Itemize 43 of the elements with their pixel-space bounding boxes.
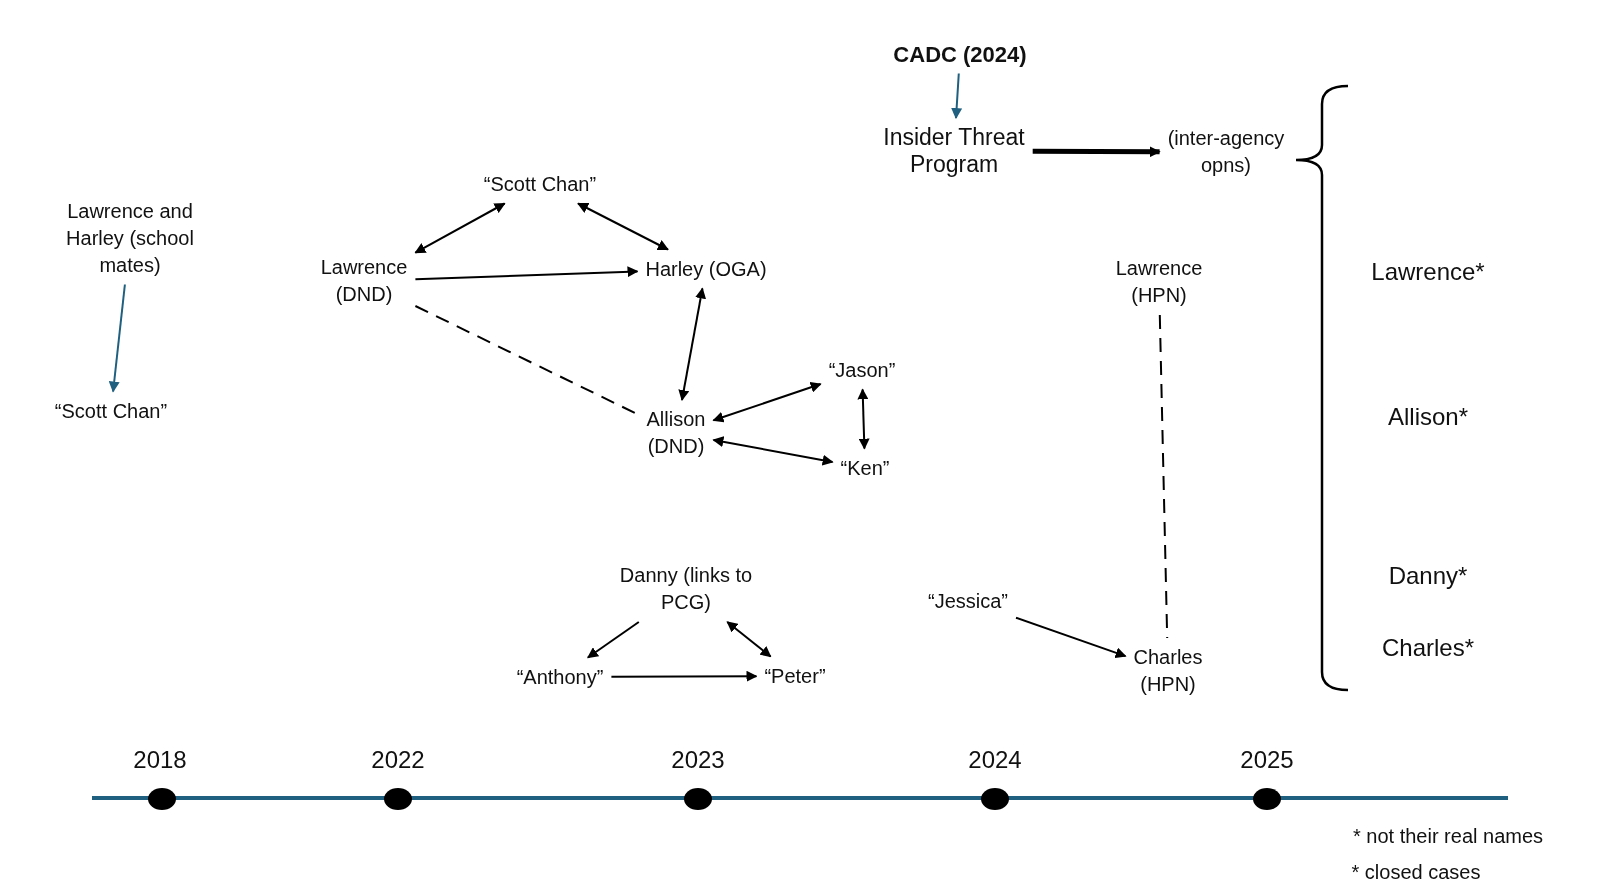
arrow — [1032, 146, 1161, 158]
year-label: 2024 — [968, 746, 1022, 774]
case-name: Lawrence* — [1371, 258, 1485, 286]
arrow — [678, 287, 707, 402]
node-label: Insider Threat Program — [864, 124, 1044, 178]
node-label: Allison (DND) — [631, 406, 721, 460]
node-label: Lawrence (HPN) — [1104, 255, 1214, 309]
arrow — [414, 266, 639, 281]
node-label: “Anthony” — [500, 663, 620, 691]
year-label: 2023 — [671, 746, 725, 774]
node-label: “Ken” — [825, 454, 905, 482]
node-label: Harley (OGA) — [626, 255, 786, 283]
node-label: Lawrence and Harley (school mates) — [47, 197, 213, 279]
arrow — [108, 283, 126, 393]
node-label: “Scott Chan” — [455, 170, 625, 198]
node-label: (inter-agency opns) — [1151, 125, 1301, 179]
arrow — [726, 621, 772, 658]
node-label: “Jason” — [812, 356, 912, 384]
node-label: “Jessica” — [913, 587, 1023, 615]
node-label: Danny (links to PCG) — [618, 562, 754, 616]
node-label: “Scott Chan” — [26, 397, 196, 425]
arrow — [951, 72, 963, 120]
arrow — [577, 202, 669, 251]
arrow — [712, 381, 822, 423]
footnote: * closed cases — [1351, 860, 1481, 884]
node-label: Lawrence (DND) — [309, 254, 419, 308]
arrow — [610, 670, 758, 682]
node-label: CADC (2024) — [870, 40, 1050, 68]
year-label: 2018 — [133, 746, 187, 774]
case-name: Allison* — [1388, 403, 1468, 431]
case-name: Charles* — [1382, 634, 1474, 662]
arrow — [712, 436, 834, 466]
arrow — [586, 621, 640, 659]
case-name: Danny* — [1388, 562, 1468, 590]
year-label: 2025 — [1240, 746, 1294, 774]
node-label: Charles (HPN) — [1118, 644, 1218, 698]
node-label: “Peter” — [745, 662, 845, 690]
arrow — [857, 388, 870, 450]
year-label: 2022 — [371, 746, 425, 774]
arrow — [1015, 616, 1127, 658]
dashed-line — [1158, 314, 1169, 639]
footnote: * not their real names — [1352, 824, 1544, 848]
arrow — [414, 202, 506, 254]
